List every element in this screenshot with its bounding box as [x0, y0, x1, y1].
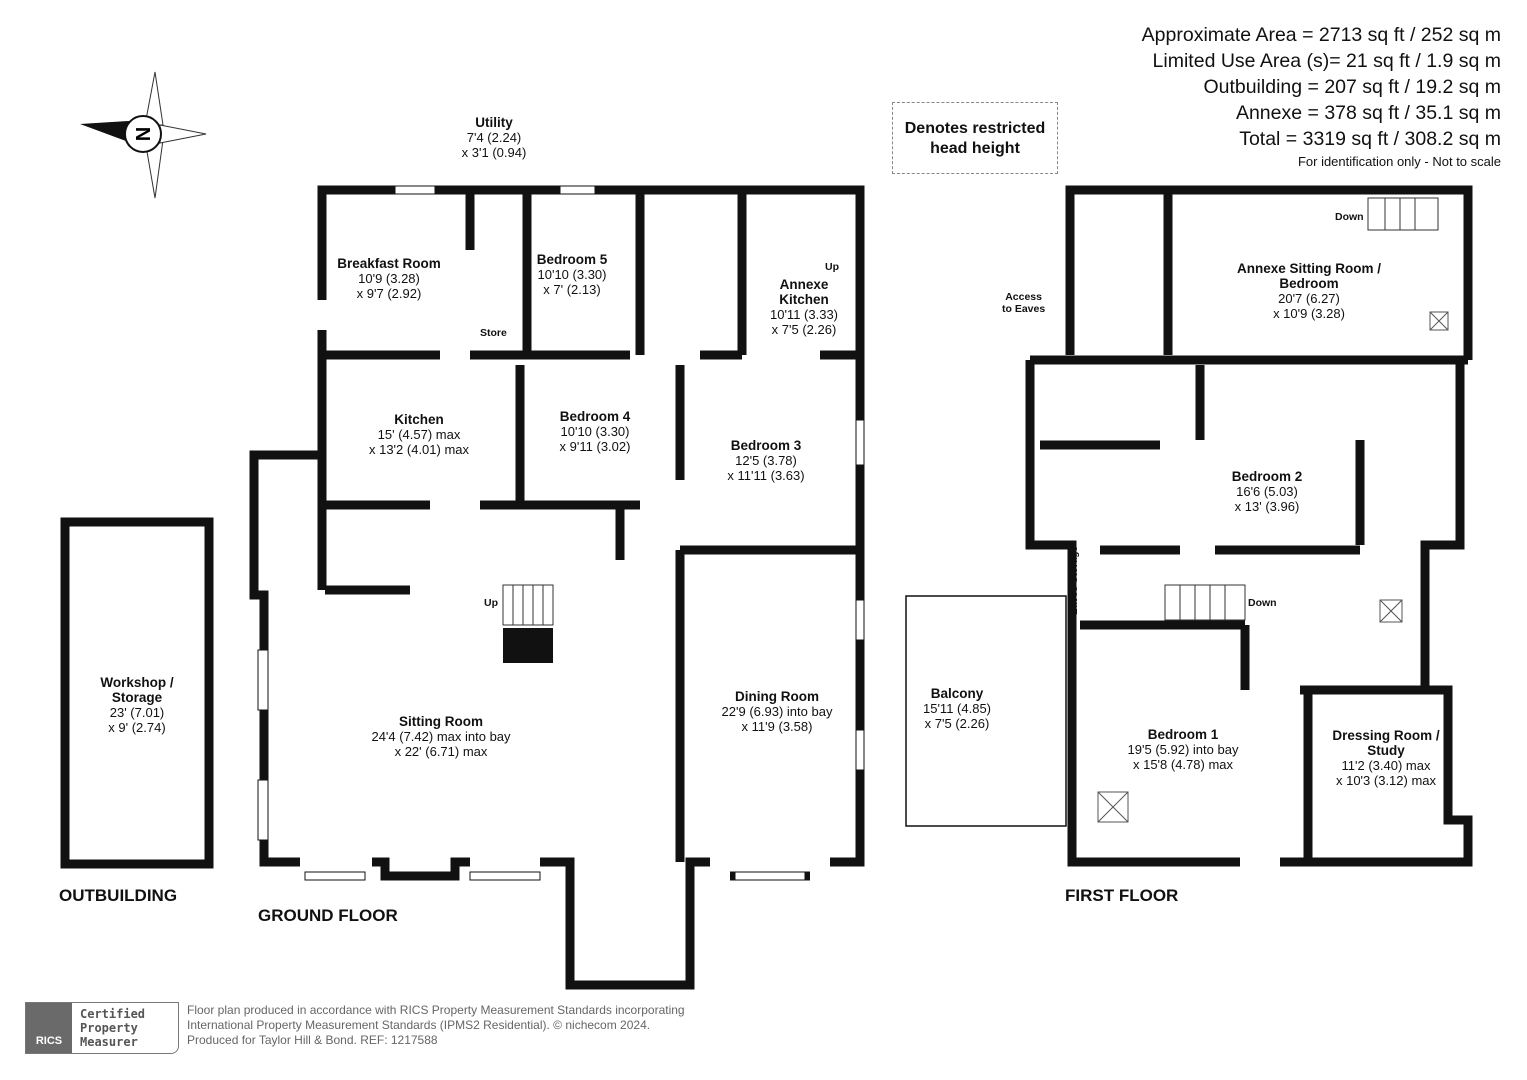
footer-disclaimer: Floor plan produced in accordance with R…: [187, 1003, 685, 1047]
area-line: Annexe = 378 sq ft / 35.1 sq m: [1235, 102, 1501, 124]
stairs-up-label: Up: [484, 597, 498, 609]
scale-note: For identification only - Not to scale: [1297, 154, 1501, 169]
skylight-icons: [1097, 311, 1449, 823]
outbuilding-title: OUTBUILDING: [59, 886, 178, 905]
legend-text: head height: [930, 140, 1020, 157]
area-line: Total = 3319 sq ft / 308.2 sq m: [1239, 128, 1501, 150]
area-summary: Approximate Area = 2713 sq ft / 252 sq m…: [1142, 22, 1501, 172]
area-line: Outbuilding = 207 sq ft / 19.2 sq m: [1203, 76, 1501, 98]
ground-floor-windows: [257, 185, 865, 881]
first-floor-title: FIRST FLOOR: [1065, 886, 1179, 905]
store-label: Store: [480, 327, 507, 339]
restricted-height-legend: Denotes restricted head height: [892, 102, 1058, 174]
svg-text:N: N: [133, 127, 155, 141]
outbuilding-walls: [60, 517, 214, 869]
stairs-icon: [502, 197, 1439, 626]
annexe-stairs-down-label: Down: [1335, 211, 1364, 223]
stairs-down-label: Down: [1248, 597, 1277, 609]
balcony-outline: [905, 595, 1067, 827]
first-floor-walls: [1025, 185, 1473, 867]
area-line: Limited Use Area (s)= 21 sq ft / 1.9 sq …: [1152, 50, 1501, 72]
eaves-storage-label: Eaves Storage: [1068, 546, 1080, 615]
rics-logo: RICS: [26, 1003, 72, 1053]
legend-text: Denotes restricted: [904, 120, 1046, 137]
annexe-stairs-up-label: Up: [825, 261, 839, 273]
compass-icon: N: [80, 71, 207, 199]
area-line: Approximate Area = 2713 sq ft / 252 sq m: [1141, 24, 1501, 46]
ground-floor-title: GROUND FLOOR: [258, 906, 398, 925]
